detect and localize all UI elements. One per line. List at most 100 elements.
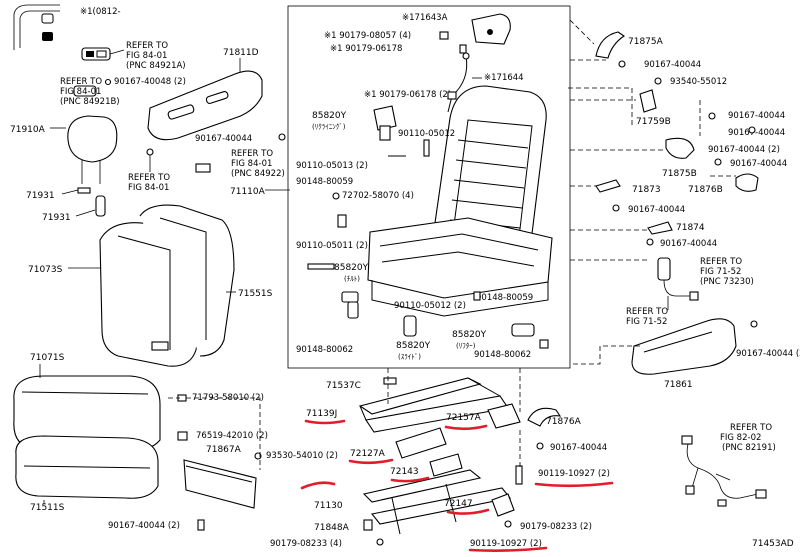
slide-motor-part (403, 315, 417, 337)
label-71110A: 71110A (230, 187, 266, 197)
label-71875A: 71875A (628, 37, 664, 47)
label-90167-40044-k: 90167-40044 (550, 443, 607, 453)
refer-note-5a: REFER TO (700, 257, 742, 267)
label-90167-40044-j: 90167-40044 (2) (736, 349, 800, 359)
seat-cushion-part (13, 375, 161, 499)
label-90179-08057: ※1 90179-08057 (4) (324, 31, 411, 41)
label-71848A: 71848A (314, 523, 350, 533)
highlight-71139J (304, 419, 346, 425)
label-note-0812: ※1(0812- (80, 7, 121, 17)
label-90167-40044-c: 90167-40044 (728, 111, 785, 121)
label-93530-54010: 93530-54010 (2) (266, 451, 338, 461)
refer-note-6a: REFER TO (626, 307, 668, 317)
label-90119-10927-b: 90119-10927 (2) (470, 539, 542, 549)
label-72157A: 72157A (446, 413, 482, 423)
label-90179-06178-a: ※1 90179-06178 (330, 44, 402, 54)
lifter-motor-part (511, 323, 549, 349)
label-71511S: 71511S (30, 503, 65, 513)
label-90167-40044-d: 90167-40044 (2) (108, 521, 180, 531)
recliner-cover-part (471, 13, 511, 45)
refer-note-3a: REFER TO (231, 149, 273, 159)
label-90179-08233-b: 90179-08233 (2) (520, 522, 592, 532)
label-71139J: 71139J (306, 409, 337, 419)
label-90167-40044-e: 90167-40044 (728, 128, 785, 138)
label-71874: 71874 (676, 223, 705, 233)
label-71931-a: 71931 (26, 191, 55, 201)
tilt-motor-part (341, 291, 359, 319)
label-90167-40044-h: 90167-40044 (660, 239, 717, 249)
label-90167-40044-b: 90167-40044 (644, 60, 701, 70)
highlight-72157A (444, 424, 488, 431)
refer-note-5b: FIG 71-52 (700, 267, 741, 277)
headrest-part (67, 115, 118, 184)
label-71759B: 71759B (636, 117, 671, 127)
label-71861: 71861 (664, 380, 693, 390)
seat-side-shield-part (147, 70, 263, 141)
refer-note-7a: REFER TO (730, 423, 772, 433)
label-71537C: 71537C (326, 381, 361, 391)
label-71931-b: 71931 (42, 213, 71, 223)
label-90167-40044-i: 90167-40044 (2) (708, 145, 780, 155)
label-90179-08233-a: 90179-08233 (4) (270, 539, 342, 549)
label-71644: ※171644 (484, 73, 524, 83)
label-85820Y-1-jp: (ﾘｸﾗｲﾆﾝｸﾞ) (312, 123, 346, 131)
label-90179-06178-b: ※1 90179-06178 (2) (364, 90, 451, 100)
upper-track-assembly-part (358, 377, 509, 433)
wire-harness-part (681, 435, 767, 507)
label-71867A: 71867A (206, 445, 242, 455)
recline-motor-part (373, 105, 397, 141)
label-90148-80059-a: 90148-80059 (296, 177, 353, 187)
label-71071S: 71071S (30, 353, 65, 363)
refer-note-3b: FIG 84-01 (231, 159, 272, 169)
highlight-72127A (348, 458, 394, 465)
label-93540-55012: 93540-55012 (670, 77, 727, 87)
figure-id: 71453AD (752, 539, 794, 549)
refer-note-1b: FIG 84-01 (126, 51, 167, 61)
highlight-72143 (390, 476, 430, 483)
seat-switch-part (73, 47, 111, 97)
label-71551S: 71551S (238, 289, 273, 299)
highlight-90119-10927-a (534, 481, 614, 488)
seat-frame-part (367, 85, 553, 317)
label-71643A: ※171643A (402, 13, 448, 23)
label-85820Y-3: 85820Y (396, 341, 431, 351)
refer-note-7c: (PNC 82191) (722, 443, 776, 453)
lower-track-assembly-part (362, 469, 511, 535)
label-90148-80062-a: 90148-80062 (296, 345, 353, 355)
label-90110-05012-a: 90110-05012 (398, 129, 455, 139)
label-71875B: 71875B (662, 169, 697, 179)
refer-note-2b: FIG 84-01 (60, 87, 101, 97)
label-71876A: 71876A (546, 417, 582, 427)
label-85820Y-4: 85820Y (452, 330, 487, 340)
seatback-cover-part (99, 204, 235, 367)
seat-frame-box (287, 5, 571, 369)
seat-side-cover-part (631, 318, 737, 375)
label-72143: 72143 (390, 467, 419, 477)
label-90167-40044-f: 90167-40044 (730, 159, 787, 169)
refer-note-6b: FIG 71-52 (626, 317, 667, 327)
highlight-90119-10927-b (468, 546, 548, 552)
label-85820Y-4-jp: (ﾘﾌﾀｰ) (456, 342, 476, 350)
refer-note-1c: (PNC 84921A) (126, 61, 186, 71)
label-72702-58070: 72702-58070 (4) (342, 191, 414, 201)
refer-note-2c: (PNC 84921B) (60, 97, 120, 107)
label-85820Y-2-jp: (ﾁﾙﾄ) (344, 275, 360, 283)
label-72127A: 72127A (350, 449, 386, 459)
highlight-72147 (446, 508, 490, 515)
label-85820Y-2: 85820Y (334, 263, 369, 273)
label-85820Y-3-jp: (ｽﾗｲﾄﾞ) (398, 353, 421, 361)
label-76519-42010: 76519-42010 (2) (196, 431, 268, 441)
refer-note-5c: (PNC 73230) (700, 277, 754, 287)
label-90110-05012-b: 90110-05012 (2) (394, 301, 466, 311)
label-90148-80062-b: 90148-80062 (474, 350, 531, 360)
label-90167-40048: 90167-40048 (2) (114, 77, 186, 87)
label-90148-80059-b: 90148-80059 (476, 293, 533, 303)
refer-note-1a: REFER TO (126, 41, 168, 51)
label-71073S: 71073S (28, 265, 63, 275)
cushion-side-cover-part (183, 459, 257, 509)
recline-lever-part (595, 31, 625, 59)
refer-note-3c: (PNC 84922) (231, 169, 285, 179)
label-71811D: 71811D (223, 48, 259, 58)
highlight-71130 (300, 481, 336, 490)
seatbelt-buckle-part (657, 257, 699, 301)
